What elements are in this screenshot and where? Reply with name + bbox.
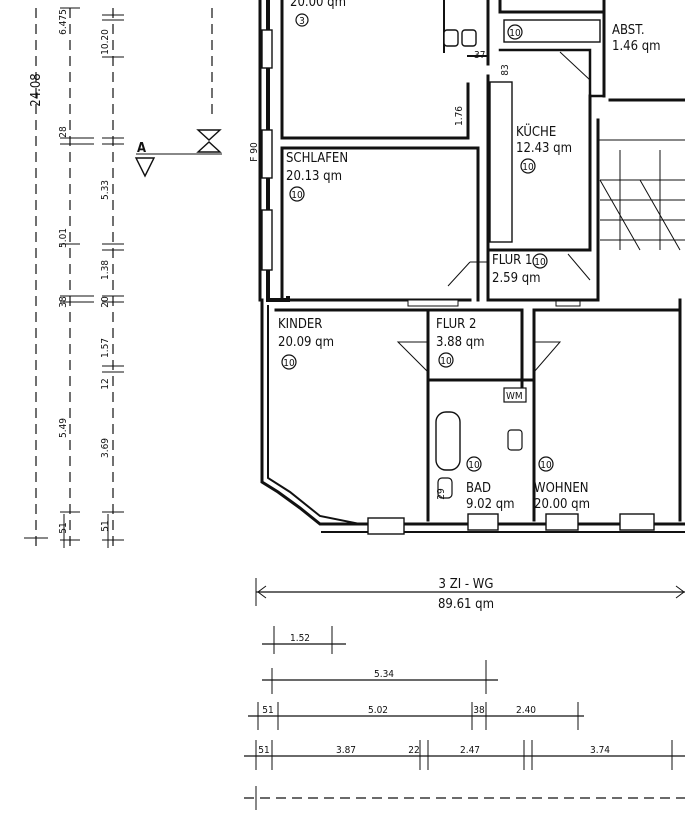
bottom-dim-51b: 51 (258, 745, 269, 756)
room-flur2-name: FLUR 2 (436, 317, 476, 332)
summary-dimension-line (255, 578, 685, 606)
left-dim-533: 5.33 (100, 180, 111, 200)
flur2-badge-circle (438, 352, 454, 368)
room-flur1-area: 2.59 qm (492, 271, 541, 286)
summary-title: 3 ZI - WG (439, 577, 494, 592)
bad-badge-circle (466, 456, 482, 472)
room-bad-area: 9.02 qm (466, 497, 515, 512)
room-flur2-area: 3.88 qm (436, 335, 485, 350)
left-dim-51b: 51 (100, 520, 111, 531)
left-dim-1020: 10.20 (100, 29, 111, 55)
bottom-dim-534: 5.34 (374, 669, 394, 680)
room-flur1-name: FLUR 1 (492, 253, 532, 268)
room-flur2-badge: 10 (440, 356, 452, 367)
summary-area: 89.61 qm (438, 597, 494, 612)
fixture-83: 83 (500, 64, 511, 75)
abst-badge-circle (507, 24, 523, 40)
left-dim-157: 1.57 (100, 338, 111, 358)
left-dim-549: 5.49 (58, 418, 69, 438)
room-abst-name: ABST. (612, 23, 645, 38)
left-dim-369: 3.69 (100, 438, 111, 458)
flur1-badge-circle (532, 253, 548, 269)
bottom-dim-247: 2.47 (460, 745, 480, 756)
left-dim-38: 38 (58, 296, 69, 308)
kueche-badge-circle (520, 158, 536, 174)
left-dim-28: 28 (58, 126, 69, 138)
left-dim-6475: 6.475 (58, 9, 69, 35)
room-bad-badge: 10 (468, 460, 480, 471)
bottom-dimension-chain (244, 626, 685, 810)
left-dim-51a: 51 (58, 522, 69, 533)
room-top-badge: 3 (299, 16, 305, 27)
room-kueche-area: 12.43 qm (516, 141, 572, 156)
schlafen-badge-circle (289, 186, 305, 202)
room-bad-name: BAD (466, 481, 491, 496)
section-marker (134, 129, 222, 178)
bottom-dim-22: 22 (408, 745, 419, 756)
bottom-dim-152: 1.52 (290, 633, 310, 644)
fixture-37: 37 (474, 50, 485, 61)
room-kinder-area: 20.09 qm (278, 335, 334, 350)
room-wohnen-area: 20.00 qm (534, 497, 590, 512)
fixture-29: 29 (436, 488, 447, 500)
room-flur1-badge: 10 (534, 257, 546, 268)
left-dim-501: 5.01 (58, 228, 69, 248)
room-kueche-badge: 10 (522, 162, 534, 173)
left-dim-overall: 24.08 (29, 73, 44, 106)
wohnen-badge-circle (538, 456, 554, 472)
bottom-dim-374: 3.74 (590, 745, 610, 756)
room-abst-area: 1.46 qm (612, 39, 661, 54)
room-kinder-badge: 10 (283, 358, 295, 369)
f90-label: F 90 (249, 142, 260, 162)
left-dim-20: 20 (100, 296, 111, 308)
abst-badge: 10 (509, 28, 521, 39)
bottom-dim-502: 5.02 (368, 705, 388, 716)
room-schlafen-name: SCHLAFEN (286, 151, 348, 166)
section-label: A (137, 141, 146, 156)
bottom-dim-240: 2.40 (516, 705, 536, 716)
walls (258, 0, 685, 535)
room-kinder-name: KINDER (278, 317, 322, 332)
bottom-dim-51a: 51 (262, 705, 273, 716)
room-wohnen-name: WOHNEN (534, 481, 588, 496)
fixture-176: 1.76 (454, 106, 465, 126)
left-dim-138: 1.38 (100, 260, 111, 280)
bottom-dim-387: 3.87 (336, 745, 356, 756)
room-top-badge-circle (295, 13, 309, 27)
left-dim-12: 12 (100, 378, 111, 389)
kinder-badge-circle (281, 354, 297, 370)
room-schlafen-badge: 10 (291, 190, 303, 201)
bottom-dim-38: 38 (473, 705, 485, 716)
fixture-wm: WM (506, 391, 523, 402)
room-schlafen-area: 20.13 qm (286, 169, 342, 184)
room-wohnen-badge: 10 (540, 460, 552, 471)
left-dimension-chain (24, 7, 213, 548)
room-kueche-name: KÜCHE (516, 123, 556, 140)
room-top-area: 20.00 qm (290, 0, 346, 10)
